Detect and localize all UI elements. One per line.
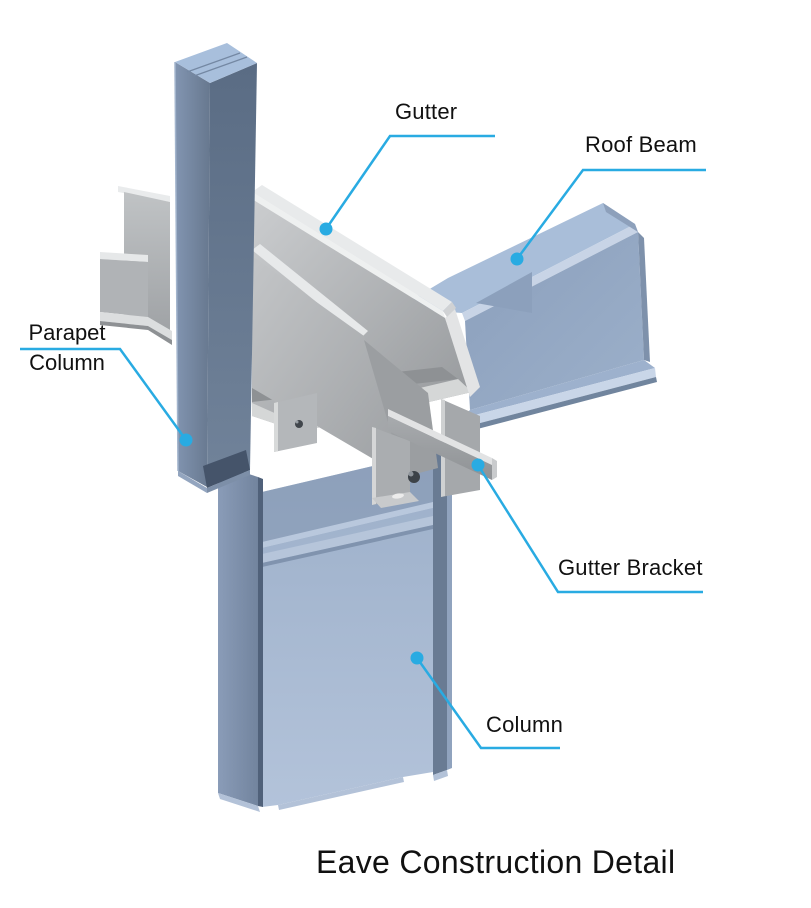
- column-right-flange-edge: [447, 440, 452, 770]
- column-leader-line: [415, 657, 560, 750]
- gutter-bracket-anchor-dot: [471, 458, 485, 472]
- column-3d: [218, 440, 452, 812]
- column-label: Column: [486, 712, 564, 737]
- parapet-bottom-edge-right: [207, 470, 250, 493]
- gutter-near-wall-face: [252, 256, 404, 477]
- beam-bottom-flange-edge: [460, 368, 656, 428]
- roof-beam-anchor-dot: [510, 252, 524, 266]
- beam-bottom-flange-shadow: [461, 377, 657, 433]
- parapet-cap-seam: [193, 56, 248, 77]
- gutter-far-lip-top: [252, 185, 452, 311]
- roof-beam-3d: [398, 203, 657, 433]
- leader-lines: [20, 134, 706, 750]
- bracket-z-left-edge: [372, 427, 376, 505]
- gutter-end-lip: [443, 302, 456, 317]
- bracket-strap-edge: [274, 402, 278, 452]
- beam-web-end-face: [638, 232, 650, 362]
- beam-flange-end-face: [603, 203, 638, 232]
- parapet-column-anchor-dot: [179, 433, 193, 447]
- parapet-cap-seam: [186, 52, 241, 73]
- column-anchor-dot: [410, 651, 424, 665]
- tail-lip-top: [118, 186, 170, 202]
- gutter-3d: [252, 185, 480, 477]
- beam-web-face: [465, 232, 644, 410]
- bracket-z-left: [372, 427, 410, 505]
- column-stiffener: [262, 516, 433, 563]
- parapet-column-3d: [174, 43, 257, 493]
- roof-beam-leader-line: [515, 168, 706, 260]
- column-right-flange: [433, 440, 447, 775]
- tail-step-top: [100, 252, 148, 262]
- bracket-slot-hole: [392, 493, 404, 499]
- bracket-rail-top: [388, 409, 492, 465]
- parapet-front-edge-highlight: [174, 61, 179, 472]
- column-bottom-cut-right: [433, 770, 448, 781]
- parapet-column-label-line2: Column: [29, 350, 105, 375]
- column-flange-web-gap: [258, 477, 263, 807]
- bolt-highlight-small: [295, 420, 299, 424]
- column-bottom-cut-left: [218, 793, 260, 812]
- parapet-front-face: [175, 62, 210, 487]
- roof-beam-label: Roof Beam: [585, 132, 697, 157]
- parapet-bottom-edge: [178, 471, 207, 493]
- gutter-bracket-label: Gutter Bracket: [558, 555, 703, 580]
- gutter-far-lip-edge: [252, 192, 445, 318]
- column-web-face: [262, 452, 433, 807]
- gutter-tail-3d: [100, 186, 172, 345]
- column-left-flange: [218, 464, 258, 806]
- parapet-column-label-line1: Parapet: [28, 320, 106, 345]
- column-seat-plate-edge: [262, 502, 433, 548]
- parapet-bottom-inside: [203, 450, 250, 488]
- gutter-bracket-3d: [274, 393, 497, 508]
- tail-step-face: [100, 259, 148, 317]
- tail-bottom-flange: [100, 312, 172, 340]
- parapet-column-label: Parapet Column: [14, 318, 120, 378]
- bracket-rail-end: [492, 458, 497, 480]
- gutter-bracket-leader-line: [476, 464, 703, 594]
- tail-bottom-shadow: [100, 321, 172, 345]
- beam-gusset-plate: [476, 272, 532, 313]
- gutter-leader-line: [324, 134, 495, 230]
- gutter-anchor-dot: [319, 222, 333, 236]
- bracket-rail-front: [388, 416, 492, 480]
- bolt-highlight-large: [408, 471, 414, 477]
- gutter-end-face: [445, 309, 480, 397]
- diagram-title: Eave Construction Detail: [316, 844, 676, 880]
- beam-bottom-flange-top: [460, 360, 655, 419]
- parapet-column-leader-line: [20, 347, 188, 441]
- bracket-z-left-foot: [372, 492, 419, 508]
- column-bottom-cut-web: [278, 777, 404, 810]
- parapet-top-cap: [175, 43, 257, 83]
- gutter-label: Gutter: [395, 99, 458, 124]
- parapet-right-face: [207, 63, 257, 487]
- gutter-near-lip-top: [252, 244, 368, 338]
- column-stiffener-shadow: [262, 525, 433, 567]
